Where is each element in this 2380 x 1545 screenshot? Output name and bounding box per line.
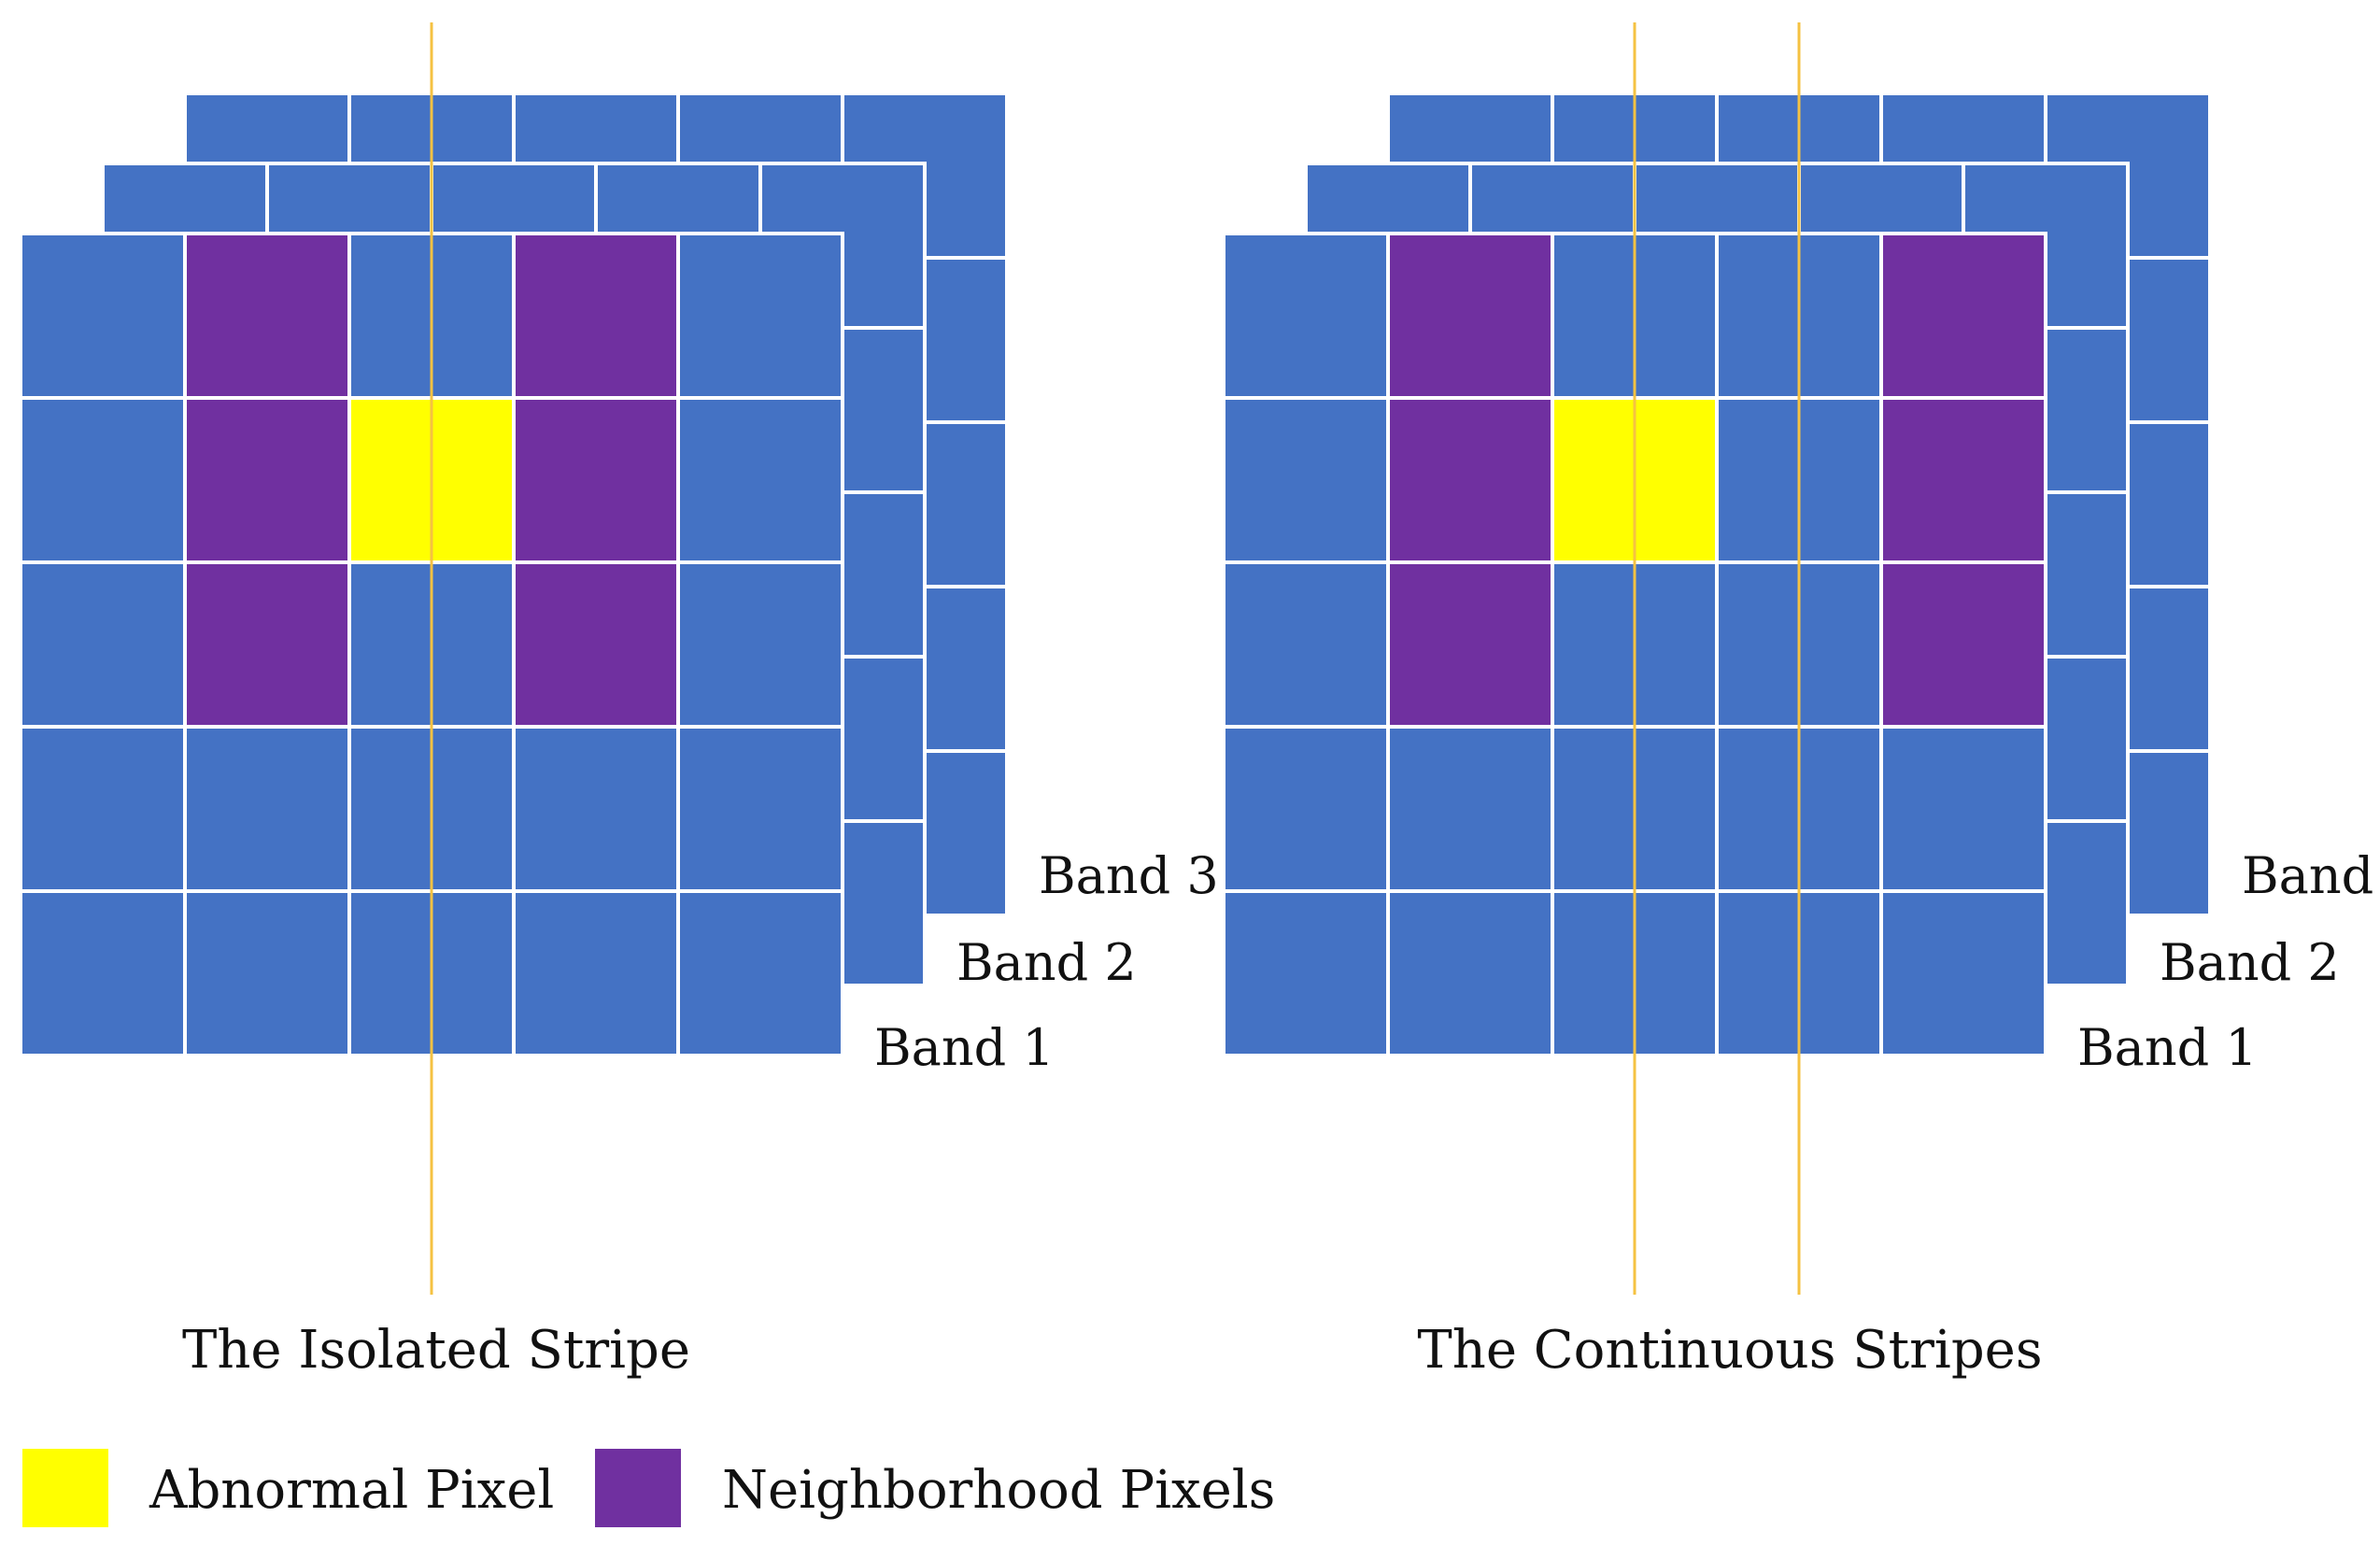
pixel-cell	[1225, 729, 1386, 889]
pixel-cell	[187, 729, 347, 889]
diagram-caption: The Isolated Stripe	[182, 1320, 690, 1381]
isolated-stripe-diagram: Band 3 Band 2 Band 1 The Isolated Stripe	[19, 22, 1219, 1381]
neighborhood-pixel-cell	[187, 564, 347, 725]
pixel-cell	[1225, 564, 1386, 725]
pixel-cell	[22, 564, 183, 725]
neighborhood-pixel-cell	[187, 235, 347, 396]
neighborhood-pixel-swatch	[595, 1449, 681, 1527]
pixel-cell	[516, 729, 676, 889]
pixel-cell	[680, 400, 841, 560]
legend-item-neighborhood: Neighborhood Pixels	[595, 1449, 1275, 1527]
band-stack	[19, 92, 1009, 1057]
neighborhood-pixel-cell	[1883, 235, 2044, 396]
neighborhood-pixel-cell	[1390, 400, 1551, 560]
band-3-label: Band 3	[1039, 846, 1219, 905]
legend-label-abnormal: Abnormal Pixel	[149, 1460, 554, 1521]
diagram-caption: The Continuous Stripes	[1417, 1320, 2042, 1381]
continuous-stripes-diagram: Band 3 Band 2 Band 1 The Continuous Stri…	[1222, 22, 2380, 1381]
pixel-cell	[516, 893, 676, 1054]
pixel-cell	[680, 564, 841, 725]
pixel-cell	[680, 235, 841, 396]
band-3-label: Band 3	[2242, 846, 2380, 905]
pixel-cell	[1883, 729, 2044, 889]
neighborhood-pixel-cell	[516, 235, 676, 396]
pixel-cell	[22, 235, 183, 396]
neighborhood-pixel-cell	[187, 400, 347, 560]
neighborhood-pixel-cell	[1883, 564, 2044, 725]
pixel-cell	[680, 729, 841, 889]
neighborhood-pixel-cell	[1883, 400, 2044, 560]
pixel-cell	[1225, 400, 1386, 560]
pixel-cell	[1225, 235, 1386, 396]
stripe-lines	[1633, 22, 1801, 1295]
pixel-cell	[22, 400, 183, 560]
pixel-cell	[1225, 893, 1386, 1054]
band-1-label: Band 1	[2077, 1018, 2258, 1077]
pixel-cell	[22, 893, 183, 1054]
band-1-label: Band 1	[874, 1018, 1055, 1077]
neighborhood-pixel-cell	[516, 564, 676, 725]
neighborhood-pixel-cell	[1390, 235, 1551, 396]
legend-label-neighborhood: Neighborhood Pixels	[722, 1460, 1275, 1521]
pixel-cell	[22, 729, 183, 889]
abnormal-pixel-swatch	[22, 1449, 108, 1527]
neighborhood-pixel-cell	[516, 400, 676, 560]
pixel-cell	[187, 893, 347, 1054]
pixel-cell	[680, 893, 841, 1054]
band-stack	[1222, 92, 2212, 1057]
pixel-cell	[1883, 893, 2044, 1054]
neighborhood-pixel-cell	[1390, 564, 1551, 725]
band-2-label: Band 2	[956, 933, 1137, 992]
band-2-label: Band 2	[2160, 933, 2340, 992]
pixel-cell	[1390, 729, 1551, 889]
legend-item-abnormal: Abnormal Pixel	[22, 1449, 554, 1527]
legend: Abnormal Pixel Neighborhood Pixels	[22, 1449, 1275, 1527]
pixel-cell	[1390, 893, 1551, 1054]
